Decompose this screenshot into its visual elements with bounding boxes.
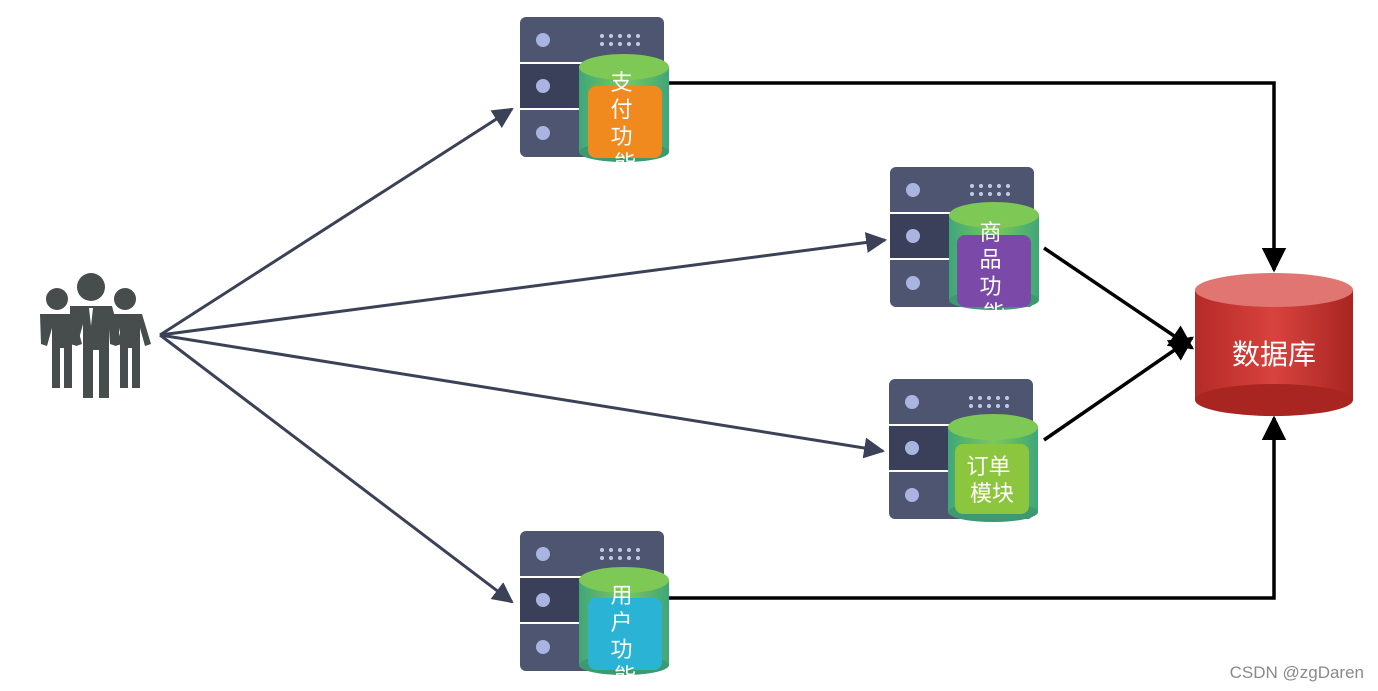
module-label-line: 户 [610, 611, 632, 636]
module-label-line: 能 [614, 152, 636, 177]
module-label-line: 付 [610, 98, 632, 123]
module-cylinder: 商 品 功 能 [949, 202, 1039, 327]
module-cylinder: 订单 模块 [948, 414, 1038, 522]
svg-text:用 户 功: 用 户 功 能 [610, 584, 639, 690]
module-user: 用 户 功 能 [520, 531, 669, 690]
module-order: 订单 模块 [889, 379, 1038, 522]
module-label-line: 模块 [970, 482, 1014, 507]
module-label-line: 功 [979, 275, 1001, 300]
module-cylinder: 用 户 功 能 [579, 567, 669, 690]
module-label-line: 能 [983, 302, 1005, 327]
arrow-user-to-goods [159, 232, 888, 337]
module-label-line: 能 [614, 665, 636, 690]
module-label-line: 用 [610, 584, 632, 609]
database-cylinder-icon: 数据库 [1195, 273, 1353, 416]
module-cylinder: 支 付 功 能 [579, 54, 669, 177]
arrow-user-to-user-module [159, 333, 514, 604]
arrow-goods-to-db [1043, 246, 1195, 350]
module-payment: 支 付 功 能 [520, 17, 669, 177]
arrow-user-to-order [159, 333, 886, 459]
svg-text:订单 模块: 订单 模块 [966, 455, 1017, 507]
arrow-user-module-to-db [668, 415, 1287, 600]
users-group-icon [40, 273, 151, 398]
module-label-line: 品 [979, 248, 1001, 273]
watermark: CSDN @zgDaren [1229, 663, 1364, 682]
db-arrows [668, 81, 1287, 600]
module-label-line: 订单 [966, 455, 1010, 480]
module-label-line: 功 [610, 125, 632, 150]
arrow-payment-to-db [668, 81, 1287, 273]
svg-text:商 品 功: 商 品 功 能 [979, 221, 1008, 327]
module-goods: 商 品 功 能 [890, 167, 1039, 327]
arrow-user-to-payment [159, 107, 514, 337]
user-arrows [159, 107, 888, 604]
svg-text:支 付 功: 支 付 功 能 [610, 71, 639, 177]
module-label-line: 商 [979, 221, 1001, 246]
database-label: 数据库 [1232, 338, 1316, 371]
arrow-order-to-db [1043, 336, 1195, 442]
module-label-line: 支 [610, 71, 632, 96]
module-label-line: 功 [610, 638, 632, 663]
